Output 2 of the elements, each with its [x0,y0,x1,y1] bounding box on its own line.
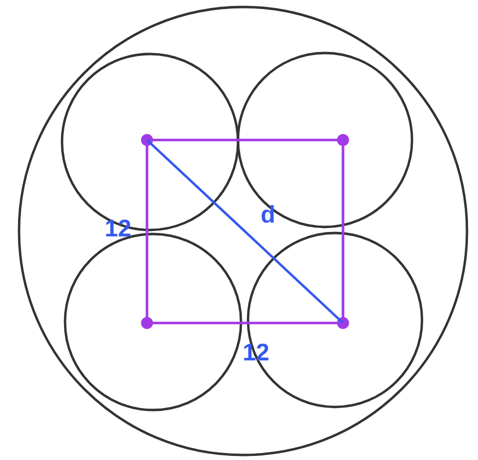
dimension-label: d [262,205,274,223]
dimension-label: 12 [106,220,130,236]
